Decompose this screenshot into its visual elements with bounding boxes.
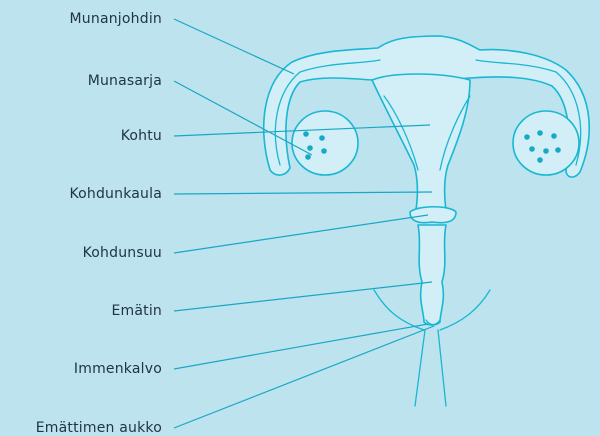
leader-cervical-os: [174, 215, 428, 253]
label-cervical-os: Kohdunsuu: [83, 245, 162, 261]
cervix: [410, 207, 456, 223]
uterus-body: [372, 74, 470, 210]
label-hymen: Immenkalvo: [74, 361, 162, 377]
label-fallopian-tube: Munanjohdin: [70, 11, 162, 27]
vaginal-canal: [418, 225, 446, 325]
label-ovary: Munasarja: [88, 73, 162, 89]
leader-hymen: [174, 324, 428, 369]
label-vagina: Emätin: [111, 303, 162, 319]
right-ovary: [513, 111, 579, 175]
leader-vaginal-opening: [174, 326, 434, 428]
label-uterus: Kohtu: [121, 128, 162, 144]
label-vaginal-opening: Emättimen aukko: [36, 420, 162, 436]
leader-cervix: [174, 192, 432, 194]
leader-vagina: [174, 282, 432, 311]
label-cervix: Kohdunkaula: [69, 186, 162, 202]
leader-fallopian-tube: [174, 19, 294, 74]
left-ovary: [292, 111, 358, 175]
